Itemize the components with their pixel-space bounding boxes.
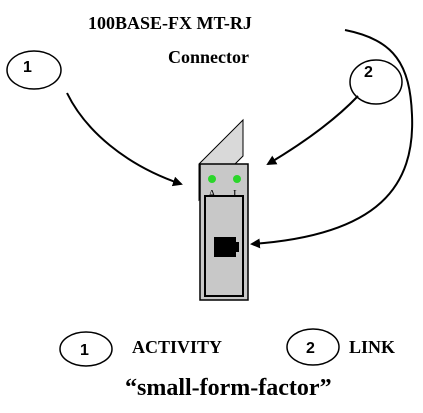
callout-1-number: 1 xyxy=(23,59,32,76)
callout-2-number: 2 xyxy=(364,64,373,81)
legend-link-label: LINK xyxy=(349,337,396,357)
callout-1-circle xyxy=(6,50,62,90)
connector-title-line1: 100BASE-FX MT-RJ xyxy=(88,13,252,33)
caption: “small-form-factor” xyxy=(125,375,332,401)
led-link xyxy=(233,175,241,183)
sfp-module: A L xyxy=(198,118,249,301)
legend-1-number: 1 xyxy=(80,342,89,359)
led-activity xyxy=(208,175,216,183)
callout-2: 2 xyxy=(349,59,403,105)
legend-1-circle xyxy=(59,331,113,367)
arrow-link xyxy=(266,95,359,166)
led-l-label: L xyxy=(233,188,240,200)
callout-1: 1 xyxy=(6,50,62,90)
led-a-label: A xyxy=(208,188,216,200)
arrow-activity xyxy=(66,92,183,187)
module-bezel xyxy=(204,195,244,297)
connector-title-line2: Connector xyxy=(168,47,249,67)
module-face xyxy=(199,163,249,301)
callout-2-circle xyxy=(349,59,403,105)
legend-2-circle xyxy=(286,328,340,366)
arrow-connector xyxy=(250,29,414,249)
legend-2-number: 2 xyxy=(306,340,315,357)
mtrj-port-icon xyxy=(214,237,239,257)
legend-activity-label: ACTIVITY xyxy=(132,337,223,357)
